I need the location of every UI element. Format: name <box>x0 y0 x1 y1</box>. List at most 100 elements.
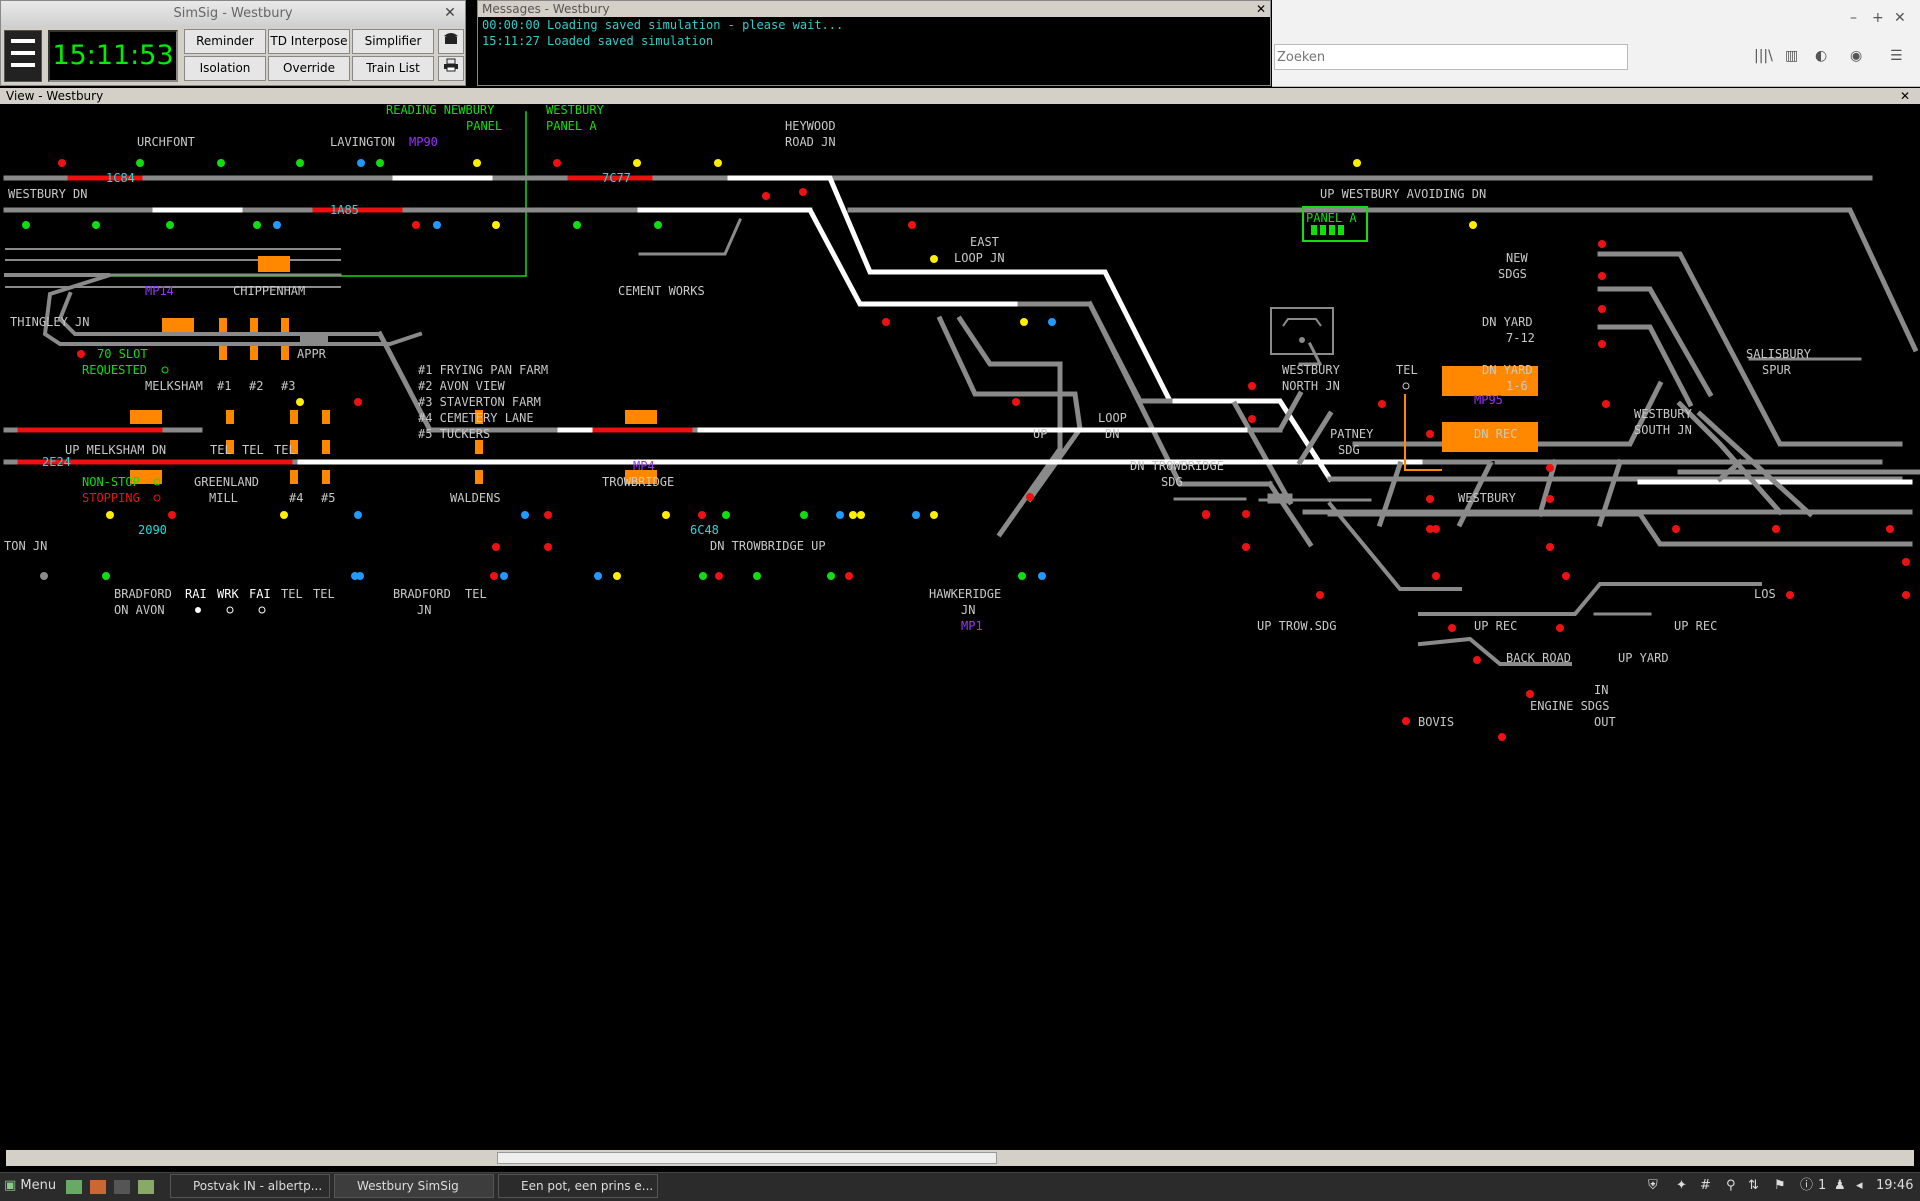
signal-green[interactable] <box>92 221 100 229</box>
signal-yellow[interactable] <box>930 255 938 263</box>
signal-red[interactable] <box>882 318 890 326</box>
simplifier-button[interactable]: Simplifier <box>352 29 434 54</box>
berth-7c77[interactable]: 7C77 <box>602 171 631 185</box>
signal-red[interactable] <box>490 572 498 580</box>
signal-red[interactable] <box>1402 717 1410 725</box>
messages-close-icon[interactable]: ✕ <box>1255 2 1266 16</box>
signal-blue[interactable] <box>521 511 529 519</box>
signal-red[interactable] <box>1598 272 1606 280</box>
signal-red[interactable] <box>1546 464 1554 472</box>
task-mail[interactable]: Postvak IN - albertp... <box>170 1174 330 1198</box>
signal-red[interactable] <box>1426 430 1434 438</box>
signal-red[interactable] <box>1598 340 1606 348</box>
signal-blue[interactable] <box>354 511 362 519</box>
signal-green[interactable] <box>1018 572 1026 580</box>
signal-red[interactable] <box>1902 558 1910 566</box>
volume-icon[interactable]: ◂ <box>1856 1178 1863 1193</box>
signal-green[interactable] <box>136 159 144 167</box>
signal-blue[interactable] <box>433 221 441 229</box>
berth-2090[interactable]: 2090 <box>138 523 167 537</box>
library-icon[interactable]: |||\ <box>1754 48 1773 64</box>
browser-maximize-icon[interactable]: + <box>1872 10 1884 26</box>
signal-red[interactable] <box>1546 495 1554 503</box>
signal-red[interactable] <box>1026 493 1034 501</box>
berth-2e24[interactable]: 2E24 <box>42 455 71 469</box>
hamburger-menu-button[interactable] <box>4 30 42 82</box>
signal-green[interactable] <box>166 221 174 229</box>
berth-1c84[interactable]: 1C84 <box>106 171 135 185</box>
signal-red[interactable] <box>1498 733 1506 741</box>
signal-green[interactable] <box>22 221 30 229</box>
signal-blue[interactable] <box>594 572 602 580</box>
shield-icon[interactable]: ⛨ <box>1648 1178 1658 1193</box>
signal-red[interactable] <box>1426 495 1434 503</box>
signal-yellow[interactable] <box>1353 159 1361 167</box>
signal-yellow[interactable] <box>1020 318 1028 326</box>
user-icon[interactable]: ♟ <box>1834 1178 1846 1193</box>
signal-red[interactable] <box>799 188 807 196</box>
signal-green[interactable] <box>722 511 730 519</box>
signalling-diagram[interactable]: 1C84 1A85 7C77 2090 2E24 6C48 READING NE… <box>0 104 1920 1150</box>
browser-search-input[interactable] <box>1274 44 1628 70</box>
signal-red[interactable] <box>698 511 706 519</box>
dropbox-icon[interactable]: ✦ <box>1676 1178 1687 1193</box>
slack-icon[interactable]: # <box>1700 1178 1711 1193</box>
browser-minimize-icon[interactable]: – <box>1850 10 1857 26</box>
signal-blue[interactable] <box>836 511 844 519</box>
override-button[interactable]: Override <box>268 56 350 81</box>
signal-red[interactable] <box>77 350 85 358</box>
signal-red[interactable] <box>1202 511 1210 519</box>
signal-red[interactable] <box>544 511 552 519</box>
signal-blue[interactable] <box>500 572 508 580</box>
signal-yellow[interactable] <box>613 572 621 580</box>
browser-menu-icon[interactable]: ☰ <box>1890 48 1903 64</box>
browser-launcher-icon[interactable] <box>90 1180 106 1194</box>
task-browser[interactable]: Een pot, een prins e... <box>498 1174 658 1198</box>
signal-green[interactable] <box>296 159 304 167</box>
sidebar-icon[interactable]: ▥ <box>1785 48 1799 64</box>
berth-6c48[interactable]: 6C48 <box>690 523 719 537</box>
signal-green[interactable] <box>827 572 835 580</box>
signal-yellow[interactable] <box>633 159 641 167</box>
extension-icon[interactable]: ◐ <box>1815 48 1828 64</box>
signal-red[interactable] <box>1426 525 1434 533</box>
signal-red[interactable] <box>1473 656 1481 664</box>
signal-blue[interactable] <box>1048 318 1056 326</box>
signal-red[interactable] <box>168 511 176 519</box>
signal-green[interactable] <box>217 159 225 167</box>
files-icon[interactable] <box>138 1180 154 1194</box>
signal-green[interactable] <box>253 221 261 229</box>
signal-red[interactable] <box>492 543 500 551</box>
signal-green[interactable] <box>800 511 808 519</box>
train-list-button[interactable]: Train List <box>352 56 434 81</box>
signal-green[interactable] <box>376 159 384 167</box>
notification-icon[interactable]: ⓘ <box>1800 1178 1814 1193</box>
signal-yellow[interactable] <box>296 398 304 406</box>
signal-red[interactable] <box>908 221 916 229</box>
signal-red[interactable] <box>1242 510 1250 518</box>
signal-green[interactable] <box>753 572 761 580</box>
signal-yellow[interactable] <box>106 511 114 519</box>
clipboard-icon[interactable]: ⚲ <box>1726 1178 1736 1193</box>
signal-red[interactable] <box>1562 572 1570 580</box>
signal-yellow[interactable] <box>714 159 722 167</box>
signal-red[interactable] <box>58 159 66 167</box>
signal-red[interactable] <box>1902 591 1910 599</box>
signal-blue[interactable] <box>273 221 281 229</box>
signal-blue[interactable] <box>357 159 365 167</box>
signal-blue[interactable] <box>1038 572 1046 580</box>
signal-yellow[interactable] <box>857 511 865 519</box>
signal-red[interactable] <box>1378 400 1386 408</box>
start-menu-button[interactable]: ▣ Menu <box>4 1178 57 1193</box>
signal-red[interactable] <box>1242 543 1250 551</box>
signal-yellow[interactable] <box>473 159 481 167</box>
signal-green[interactable] <box>573 221 581 229</box>
signal-blue[interactable] <box>356 572 364 580</box>
account-icon[interactable]: ◉ <box>1850 48 1863 64</box>
signal-yellow[interactable] <box>492 221 500 229</box>
signal-red[interactable] <box>1598 240 1606 248</box>
berth-1a85[interactable]: 1A85 <box>330 203 359 217</box>
signal-red[interactable] <box>1886 525 1894 533</box>
show-desktop-icon[interactable] <box>66 1180 82 1194</box>
signal-red[interactable] <box>1546 543 1554 551</box>
